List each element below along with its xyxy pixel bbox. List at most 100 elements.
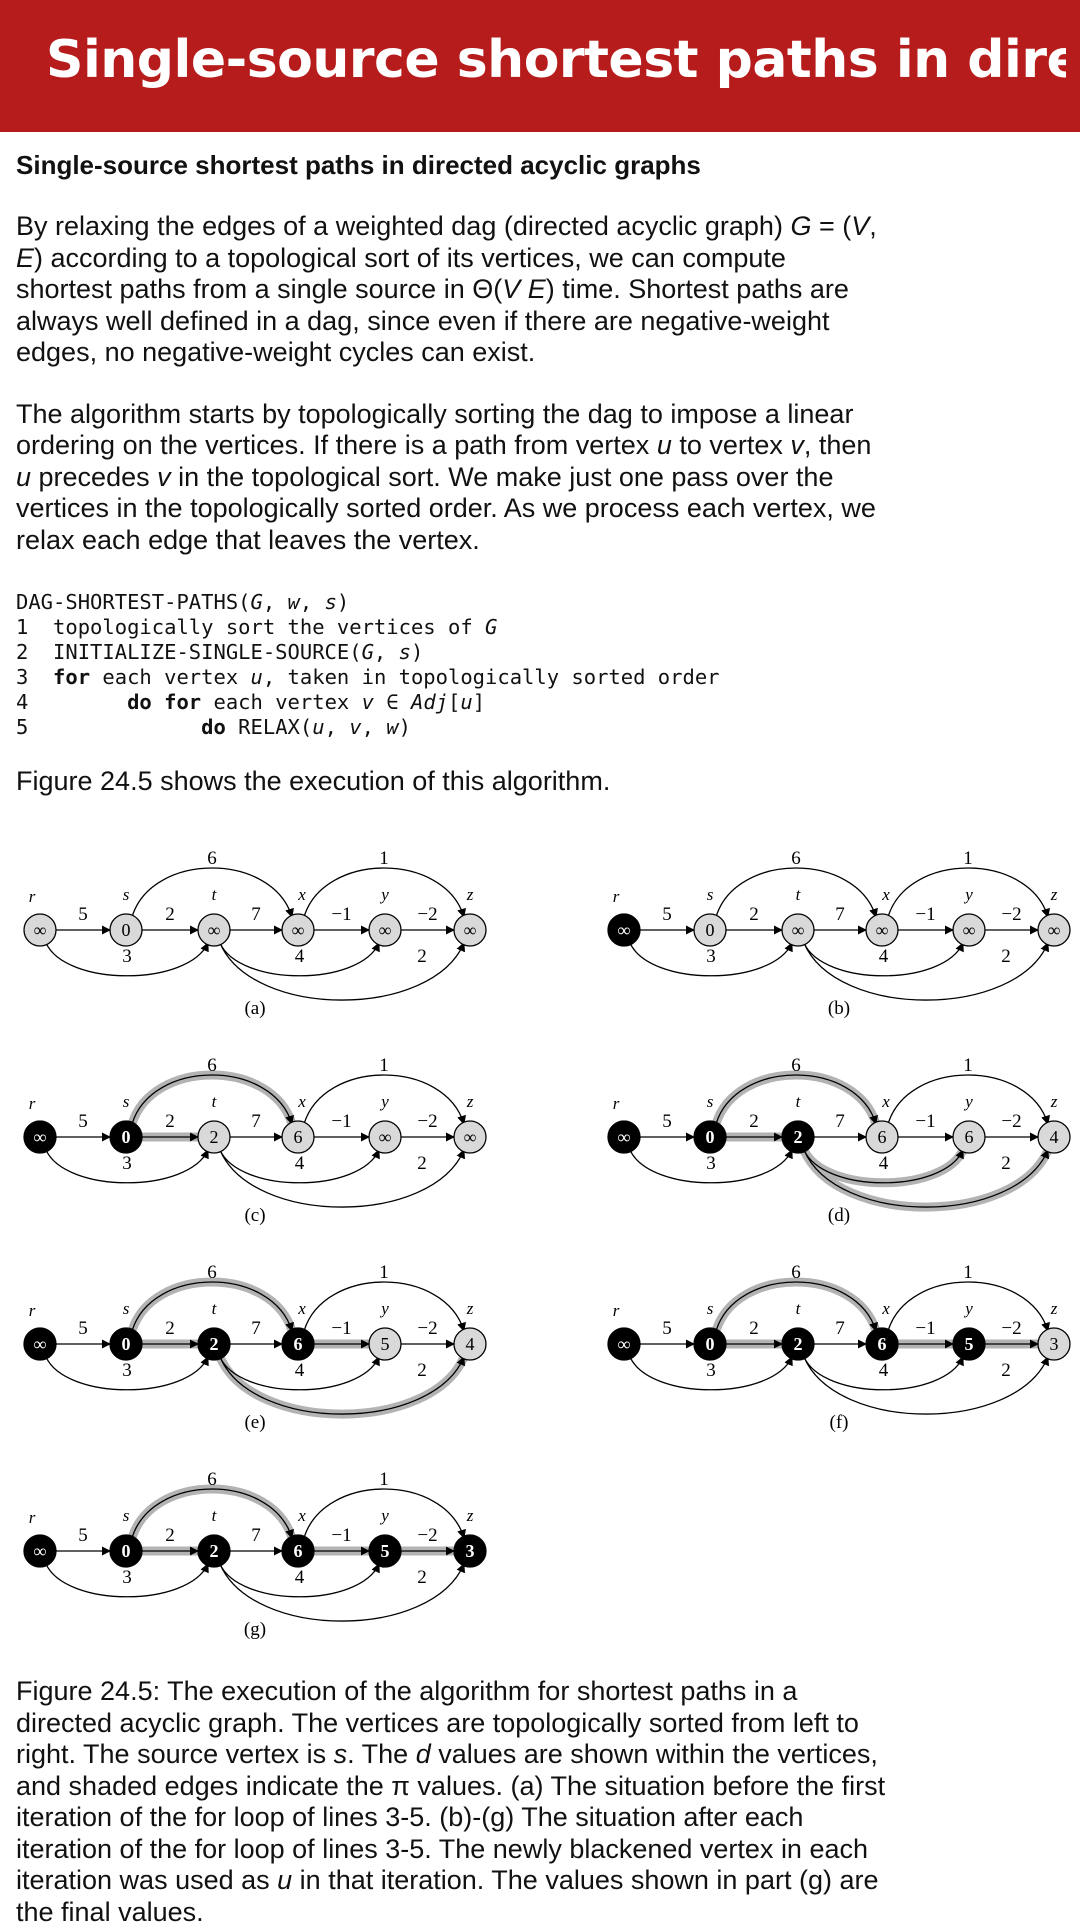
shaded-edge [215,1352,469,1419]
edge-weight-label: 2 [1001,1153,1011,1174]
vertex-d-value: 2 [210,1334,219,1354]
edge-weight-label: 2 [417,1567,427,1588]
italic-term: w [386,715,399,739]
vertex-d-value: 3 [1050,1334,1059,1354]
vertex-label: x [881,1092,890,1111]
vertex-d-value: 4 [466,1334,475,1354]
edge-weight-label: 2 [417,946,427,967]
vertex-s [109,1534,143,1568]
panel-label: (f) [830,1412,849,1433]
edge-t-y [803,1149,964,1184]
edge-t-z [219,1356,465,1415]
vertex-d-value: 5 [381,1334,390,1354]
vertex-z [453,1534,487,1568]
edge-weight-label: 4 [295,946,305,967]
edge-weight-label: 5 [78,1525,88,1546]
edge-weight-label: 5 [78,1318,88,1339]
edge-x-z [303,1074,466,1125]
edge-weight-label: −2 [1001,1111,1021,1132]
vertex-label: t [212,1299,218,1318]
edge-weight-label: 1 [379,848,389,869]
vertex-label: r [613,1301,620,1320]
edge-t-y [803,1356,964,1391]
italic-term: v [349,715,362,739]
edge-weight-label: 3 [122,946,132,967]
figure-reference: Figure 24.5 shows the execution of this … [16,766,611,796]
edge-t-y [803,942,964,977]
vertex-label: x [297,1506,306,1525]
vertex-d-value: ∞ [963,920,976,940]
edge-weight-label: 5 [662,1111,672,1132]
vertex-t [197,913,231,947]
vertex-label: r [29,1301,36,1320]
vertex-d-value: 6 [878,1127,887,1147]
italic-term: u [460,690,473,714]
vertex-d-value: 0 [706,1334,715,1354]
vertex-d-value: 6 [294,1541,303,1561]
article-content: Single-source shortest paths in directed… [16,132,886,797]
edge-weight-label: 2 [165,904,175,925]
edge-r-t [629,1149,793,1184]
vertex-label: t [796,885,802,904]
edge-weight-label: 3 [122,1153,132,1174]
vertex-y [368,1534,402,1568]
vertex-label: s [707,885,714,904]
vertex-z [1037,913,1071,947]
vertex-d-value: 0 [706,920,715,940]
vertex-x [281,1327,315,1361]
edge-weight-label: 7 [251,904,261,925]
vertex-s [109,1120,143,1154]
app-bar: Single-source shortest paths in directed… [0,0,1080,132]
vertex-d-value: 0 [122,1127,131,1147]
vertex-s [693,1327,727,1361]
vertex-label: y [963,1299,973,1318]
edge-r-t [629,1356,793,1391]
vertex-s [693,913,727,947]
edge-weight-label: 1 [379,1262,389,1283]
edge-weight-label: 5 [662,904,672,925]
vertex-label: x [297,1299,306,1318]
vertex-r [607,1327,641,1361]
edge-weight-label: 2 [1001,946,1011,967]
panel-label: (c) [244,1205,265,1226]
italic-term: d [415,1739,431,1769]
vertex-label: z [1050,1299,1058,1318]
vertex-d-value: 0 [122,920,131,940]
code-keyword: for [53,665,91,689]
edge-t-z [803,1149,1049,1208]
edge-weight-label: 3 [706,1360,716,1381]
vertex-x [865,1120,899,1154]
page-title: Single-source shortest paths in directed… [46,30,1066,90]
vertex-d-value: ∞ [618,1127,631,1147]
vertex-s [109,1327,143,1361]
edge-t-y [219,942,380,977]
edge-t-y [219,1356,380,1391]
vertex-label: r [613,887,620,906]
edge-weight-label: 6 [791,1055,801,1076]
edge-weight-label: 2 [165,1318,175,1339]
edge-weight-label: 6 [207,848,217,869]
italic-term: v [157,461,171,492]
italic-term: V [851,211,870,241]
vertex-label: y [963,1092,973,1111]
edge-t-z [803,1356,1049,1415]
edge-weight-label: −1 [331,1111,351,1132]
italic-term: E [16,242,35,273]
edge-r-t [45,1149,209,1184]
edge-t-z [219,1563,465,1622]
vertex-x [281,1534,315,1568]
edge-x-z [303,867,466,918]
edge-weight-label: 4 [295,1360,305,1381]
vertex-label: x [297,885,306,904]
vertex-d-value: 2 [794,1127,803,1147]
vertex-t [781,1327,815,1361]
vertex-label: r [29,1094,36,1113]
code-line: 5 do RELAX(u, v, w) [16,715,411,739]
vertex-d-value: ∞ [208,920,221,940]
vertex-s [693,1120,727,1154]
panel-label: (g) [244,1619,266,1640]
vertex-label: r [29,887,36,906]
edge-weight-label: 1 [963,1055,973,1076]
